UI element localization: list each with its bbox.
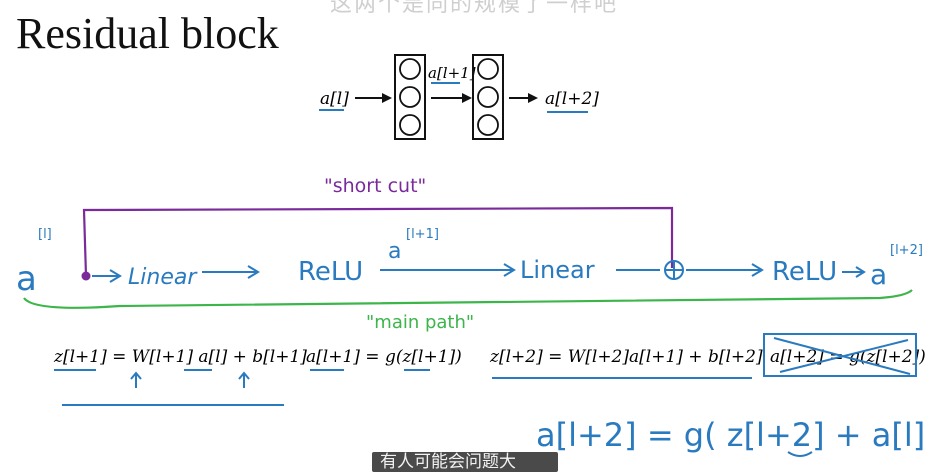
network-middle-label: a[l+1]	[428, 64, 476, 82]
main-linear-2: Linear	[520, 256, 595, 284]
equation-3: z[l+2] = W[l+2]a[l+1] + b[l+2]	[489, 347, 763, 367]
layer-box-1	[394, 54, 426, 140]
slide-title: Residual block	[16, 9, 279, 58]
main-a-l1-sup: [l+1]	[406, 227, 439, 242]
equations: z[l+1] = W[l+1] a[l] + b[l+1] a[l+1] = g…	[53, 333, 926, 406]
equation-2: a[l+1] = g(z[l+1])	[306, 347, 462, 367]
main-a-l1: a	[388, 239, 401, 264]
main-linear-1: Linear	[128, 265, 198, 290]
main-path-bracket: "main path"	[23, 289, 913, 333]
network-output-label: a[l+2]	[545, 89, 599, 109]
handwritten-equation: a[l+2] = g( z[l+2] + a[l] )	[536, 416, 930, 457]
handwritten-equation-text: a[l+2] = g( z[l+2] + a[l] )	[536, 416, 930, 454]
main-relu-1: ReLU	[298, 257, 363, 287]
layer-box-2	[472, 54, 504, 140]
main-a-l2-sup: [l+2]	[890, 243, 923, 258]
main-a-l: a	[16, 259, 37, 299]
main-a-l-sup: [l]	[38, 227, 52, 242]
shortcut-path: "short cut"	[81, 175, 674, 281]
main-a-l2: a	[870, 258, 887, 291]
bottom-caption: 有人可能会问题大	[372, 452, 558, 472]
mainpath-label: "main path"	[366, 312, 474, 333]
top-caption: 这两个是同的规模了一样吧	[330, 0, 619, 17]
network-input-label: a[l]	[320, 89, 349, 109]
shortcut-label: "short cut"	[324, 175, 426, 197]
main-path: a [l] Linear ReLU a [l+1] Linear ReLU a …	[16, 227, 923, 299]
crossed-box	[763, 333, 917, 377]
network-diagram: a[l] a[l+1] a[l+2]	[319, 54, 599, 140]
equation-1: z[l+1] = W[l+1] a[l] + b[l+1]	[53, 347, 307, 367]
main-relu-2: ReLU	[772, 257, 837, 287]
